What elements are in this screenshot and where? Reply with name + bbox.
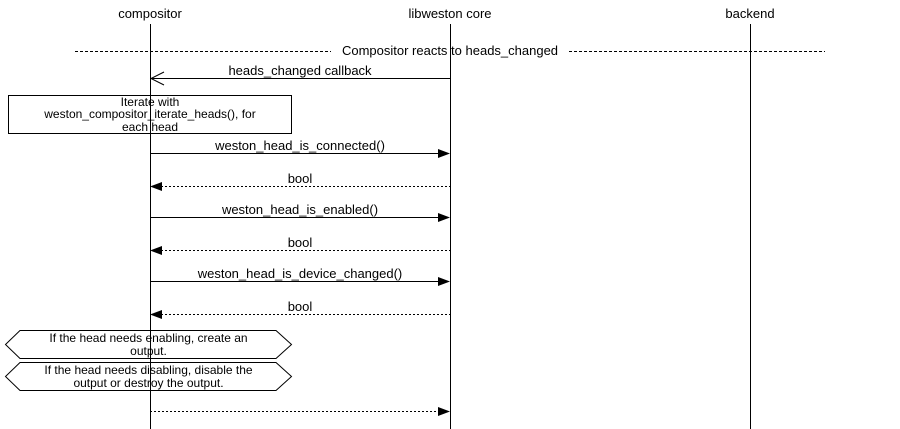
note-line: weston_compositor_iterate_heads(), for [44,107,256,122]
message-label-head-is-enabled: weston_head_is_enabled() [221,202,379,217]
message-label-bool-1: bool [287,171,313,186]
note-box [8,95,292,134]
note-text: Iterate with weston_compositor_iterate_h… [8,95,292,134]
participant-label-compositor: compositor [118,6,182,21]
filled-arrowhead-icon [150,246,162,255]
condition-line: If the head needs disabling, disable the [44,363,253,377]
filled-arrowhead-icon [438,213,450,222]
open-arrowhead-icon [149,71,165,86]
divider-label: Compositor reacts to heads_changed [341,43,559,58]
filled-arrowhead-icon [150,182,162,191]
condition-text-disabling: If the head needs disabling, disable the… [5,364,292,390]
condition-box-disabling [4,362,293,391]
filled-arrowhead-icon [150,310,162,319]
filled-arrowhead-icon [438,149,450,158]
participant-label-backend: backend [725,6,775,21]
filled-arrowhead-icon [438,407,450,416]
condition-line: output. [130,344,167,358]
participant-label-libweston-core: libweston core [408,6,492,21]
message-label-heads-changed-callback: heads_changed callback [228,63,372,78]
condition-line: output or destroy the output. [73,376,224,390]
filled-arrowhead-icon [438,277,450,286]
message-label-head-is-connected: weston_head_is_connected() [215,138,385,153]
message-label-bool-2: bool [287,235,313,250]
note-line: Iterate with [120,95,180,109]
note-line: each head [121,119,179,134]
condition-text-enabling: If the head needs enabling, create an ou… [5,332,292,358]
condition-box-enabling [4,330,293,359]
message-label-head-is-device-changed: weston_head_is_device_changed() [197,266,403,281]
condition-line: If the head needs enabling, create an [49,331,248,345]
message-label-bool-3: bool [287,299,313,314]
